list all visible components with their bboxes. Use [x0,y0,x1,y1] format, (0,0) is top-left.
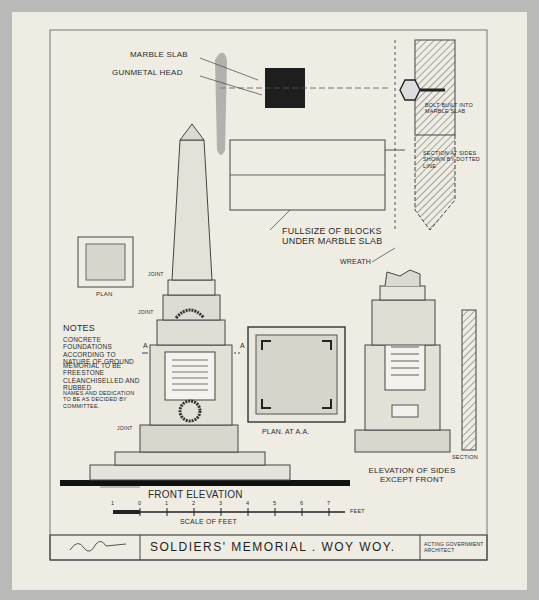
drawing-label: 2 [192,500,195,506]
drawing-label: SECTION AT SIDES SHOWN BY DOTTED LINE [423,150,485,169]
drawing-label: 1 [165,500,168,506]
drawing-label: JOINT [138,310,153,316]
drawing-label: NAMES AND DEDICATION TO BE AS DECIDED BY… [63,390,143,409]
drawing-label: FEET [350,508,365,514]
drawing-label: 4 [246,500,249,506]
drawing-label: SECTION [452,454,478,460]
drawing-label: 3 [219,500,222,506]
drawing-label: PLAN. AT A.A. [262,428,309,436]
drawing-label: ACTING GOVERNMENT ARCHITECT [424,542,484,554]
drawing-label: BOLT BUILT INTO MARBLE SLAB [425,102,483,115]
drawing-label: 0 [138,500,141,506]
drawing-label: JOINT [148,272,163,278]
drawing-label: FULLSIZE OF BLOCKS UNDER MARBLE SLAB [282,226,402,247]
drawing-label: WREATH [340,258,371,266]
drawing-label: ELEVATION OF SIDES EXCEPT FRONT [352,466,472,484]
drawing-label: MARBLE SLAB [130,50,188,59]
drawing-label: 6 [300,500,303,506]
drawing-label: CONCRETE FOUNDATIONS ACCORDING TO NATURE… [63,336,143,366]
drawing-label: NOTES [63,323,95,333]
drawing-label: A [143,342,148,350]
sheet-title: SOLDIERS' MEMORIAL . WOY WOY. [150,540,396,554]
drawing-label: FRONT ELEVATION [148,489,243,501]
drawing-label: 1 [111,500,114,506]
drawing-label: A [240,342,245,350]
drawing-label: GUNMETAL HEAD [112,68,183,77]
drawing-label: PLAN [96,291,112,298]
drawing-label: MEMORIAL TO BE FREESTONE CLEANCHISELLED … [63,362,143,392]
drawing-label: JOINT [117,426,132,432]
drawing-label: 5 [273,500,276,506]
drawing-label: SCALE OF FEET [180,518,237,526]
drawing-label: 7 [327,500,330,506]
